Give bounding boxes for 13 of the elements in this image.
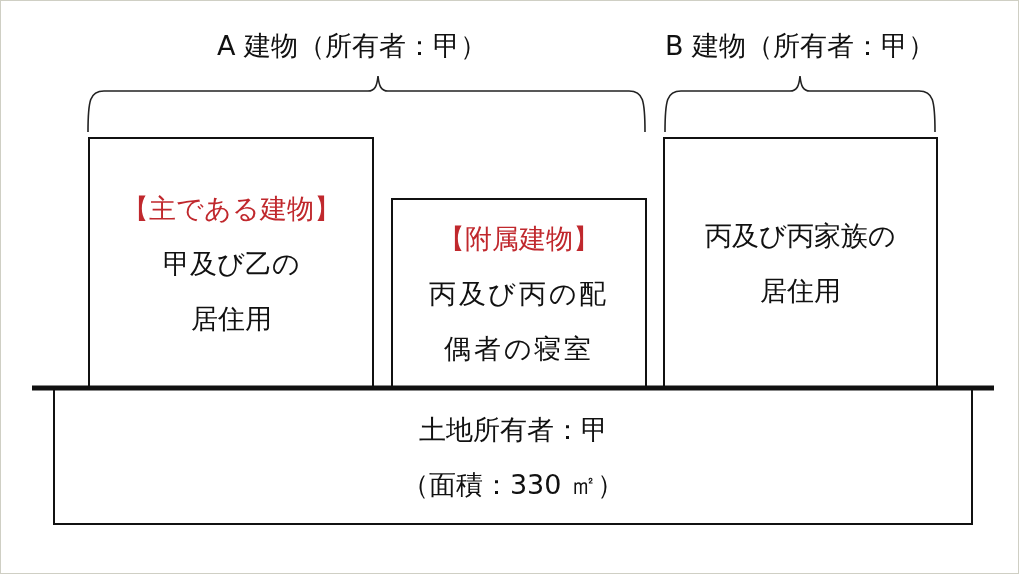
building-box [663,137,938,389]
building-group-label: A 建物（所有者：甲） [216,29,488,63]
building-group-label: B 建物（所有者：甲） [664,29,936,63]
building-usage-text: 甲及び乙の居住用 [161,246,301,336]
building-heading: 【附属建物】 [438,222,600,256]
land-area-text: （面積：330 ㎡） [401,467,625,502]
land-owner-text: 土地所有者：甲 [418,412,608,447]
building-box [391,198,647,389]
building-usage-text: 丙及び丙家族の居住用 [704,219,897,308]
building-heading: 【主である建物】 [121,191,341,226]
building-usage-text: 丙及び丙の配偶者の寝室 [427,277,611,366]
land-box [53,388,973,525]
building-box [88,137,374,389]
